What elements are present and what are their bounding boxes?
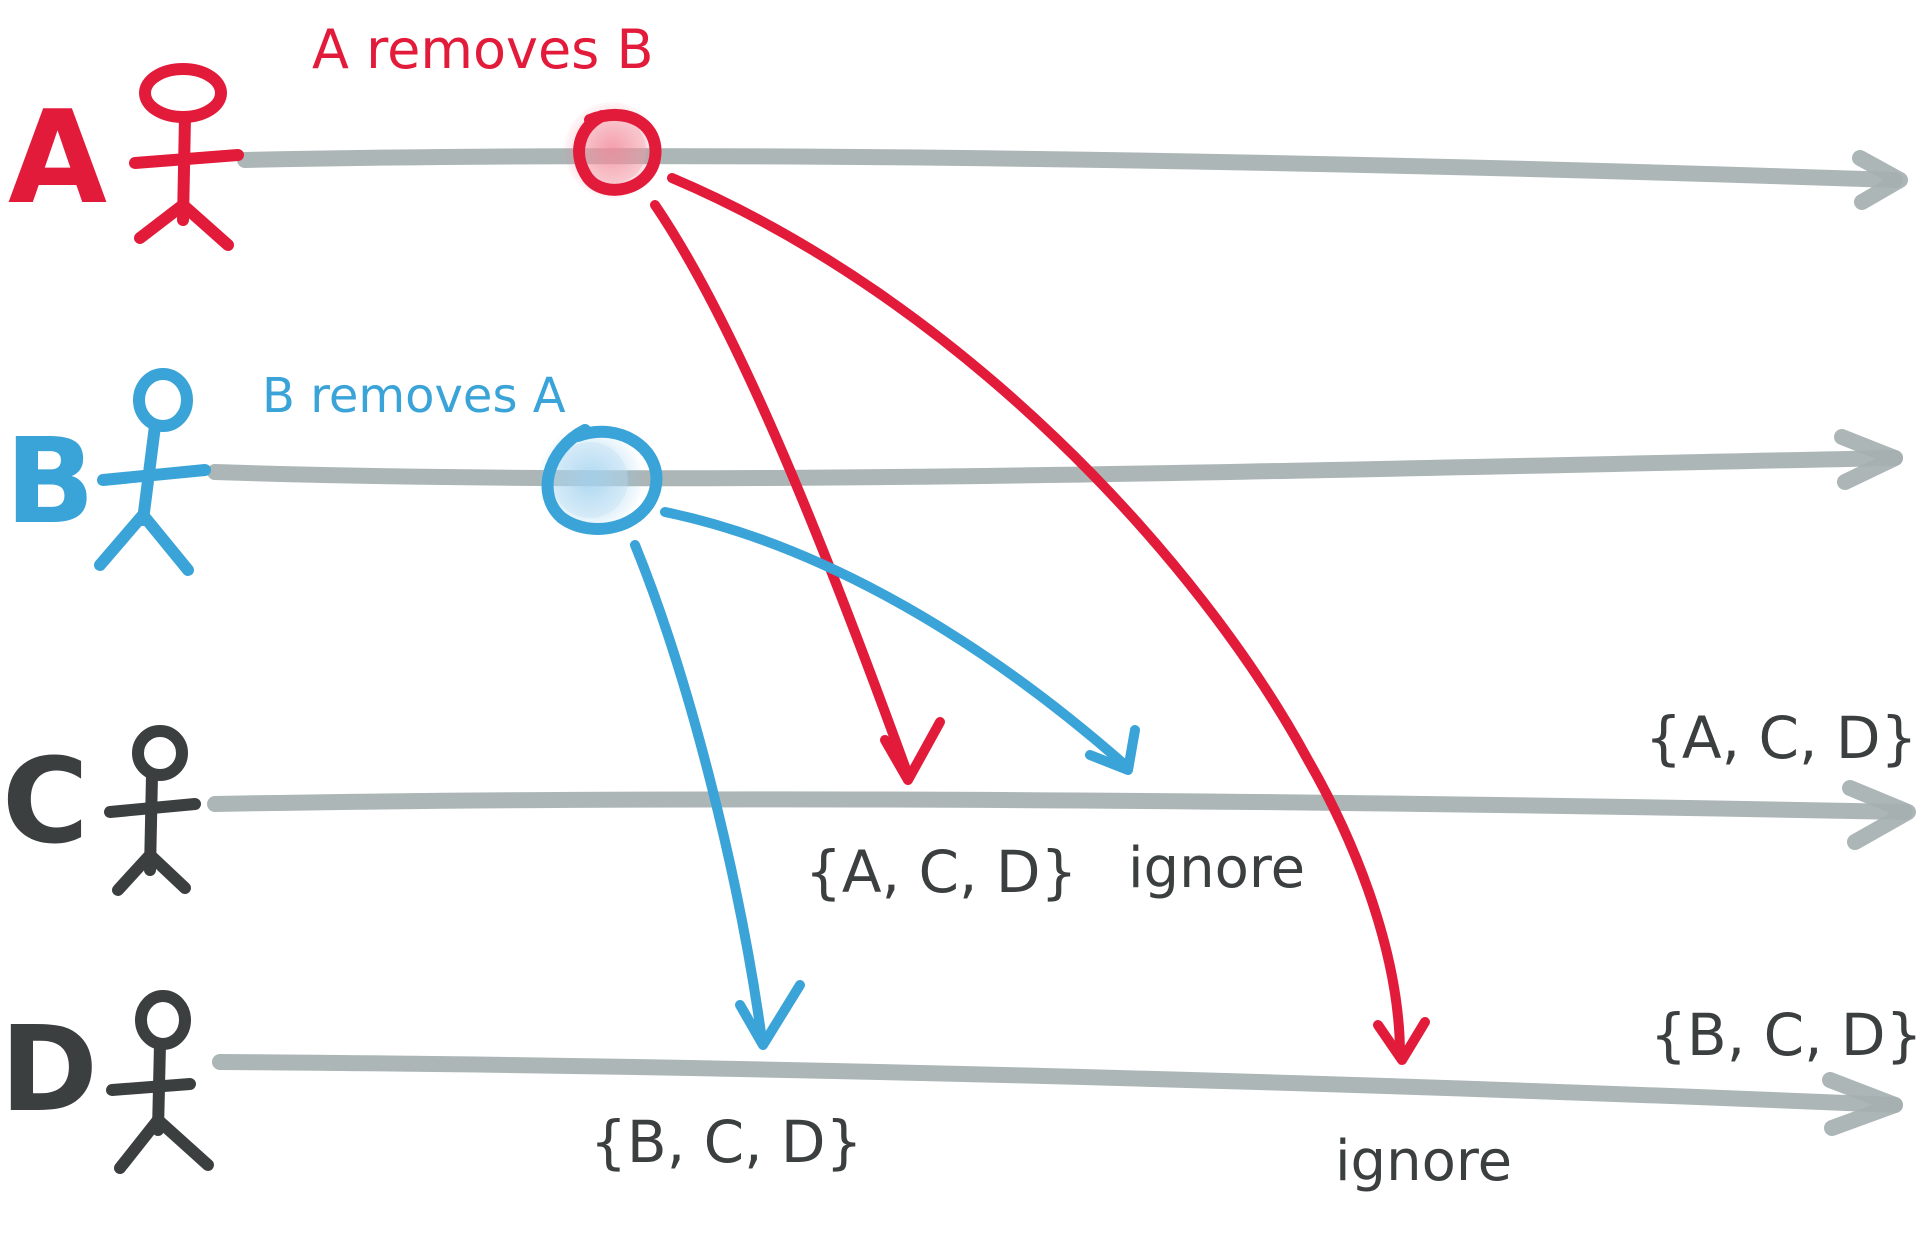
event-marker-a	[564, 102, 660, 198]
timeline-c	[215, 788, 1908, 842]
arrow-b-to-c	[665, 512, 1135, 770]
stick-figure-c	[110, 731, 195, 890]
event-label-a-removes-b: A removes B	[312, 18, 654, 81]
stick-figure-d	[112, 996, 208, 1168]
node-label-b: B	[5, 412, 95, 550]
node-label-a: A	[8, 84, 107, 233]
arrow-a-to-c	[655, 205, 940, 780]
event-label-b-removes-a: B removes A	[262, 368, 566, 424]
result-c-after-b: ignore	[1128, 836, 1305, 901]
timeline-a	[245, 156, 1900, 202]
result-c-after-a: {A, C, D}	[805, 838, 1077, 906]
stick-figure-b	[100, 374, 205, 570]
timeline-d	[220, 1062, 1895, 1128]
stick-figure-a	[135, 69, 238, 245]
arrow-a-to-d	[672, 178, 1425, 1060]
result-d-after-a: ignore	[1335, 1129, 1512, 1194]
result-c-final: {A, C, D}	[1645, 704, 1917, 772]
node-label-d: D	[0, 1000, 98, 1138]
result-d-after-b: {B, C, D}	[590, 1108, 863, 1176]
event-marker-b	[538, 428, 656, 532]
result-d-final: {B, C, D}	[1650, 1001, 1917, 1069]
node-label-c: C	[2, 732, 89, 870]
